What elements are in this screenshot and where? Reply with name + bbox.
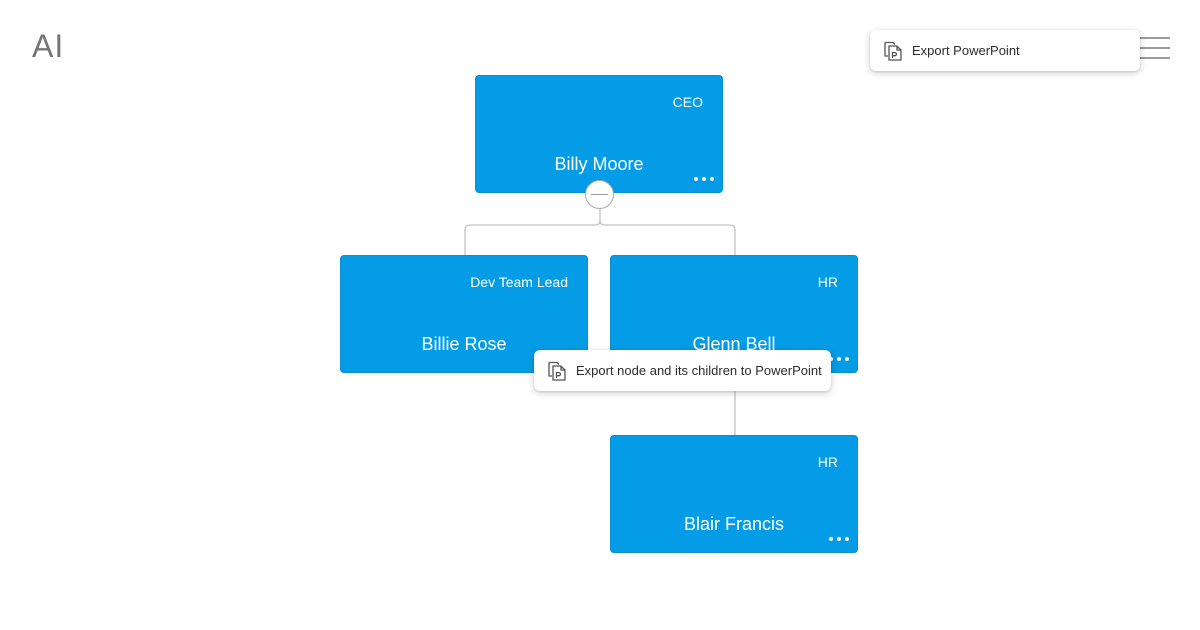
node-title: Dev Team Lead: [470, 274, 568, 290]
node-title: CEO: [672, 94, 703, 110]
more-dots-icon[interactable]: [694, 176, 714, 182]
org-node-blair-francis[interactable]: HR Blair Francis: [610, 435, 858, 553]
more-dots-icon[interactable]: [829, 536, 849, 542]
node-title: HR: [817, 454, 838, 470]
hamburger-menu-icon[interactable]: [1139, 37, 1170, 60]
node-name: Glenn Bell: [692, 334, 776, 354]
export-node-context-menu-item[interactable]: Export node and its children to PowerPoi…: [534, 350, 831, 391]
org-node-billy-moore[interactable]: CEO Billy Moore: [475, 75, 723, 193]
node-title: HR: [817, 274, 838, 290]
node-name: Billy Moore: [554, 154, 644, 174]
collapse-minus-icon[interactable]: [585, 180, 614, 209]
node-name: Blair Francis: [683, 514, 785, 534]
export-node-label: Export node and its children to PowerPoi…: [576, 363, 822, 378]
node-name: Billie Rose: [421, 334, 507, 354]
app-logo: AI: [32, 28, 65, 64]
powerpoint-file-icon: [548, 361, 566, 381]
powerpoint-file-icon: [884, 41, 902, 61]
export-powerpoint-label: Export PowerPoint: [912, 43, 1020, 58]
more-dots-icon[interactable]: [829, 356, 849, 362]
export-powerpoint-menu-item[interactable]: Export PowerPoint: [870, 30, 1140, 71]
